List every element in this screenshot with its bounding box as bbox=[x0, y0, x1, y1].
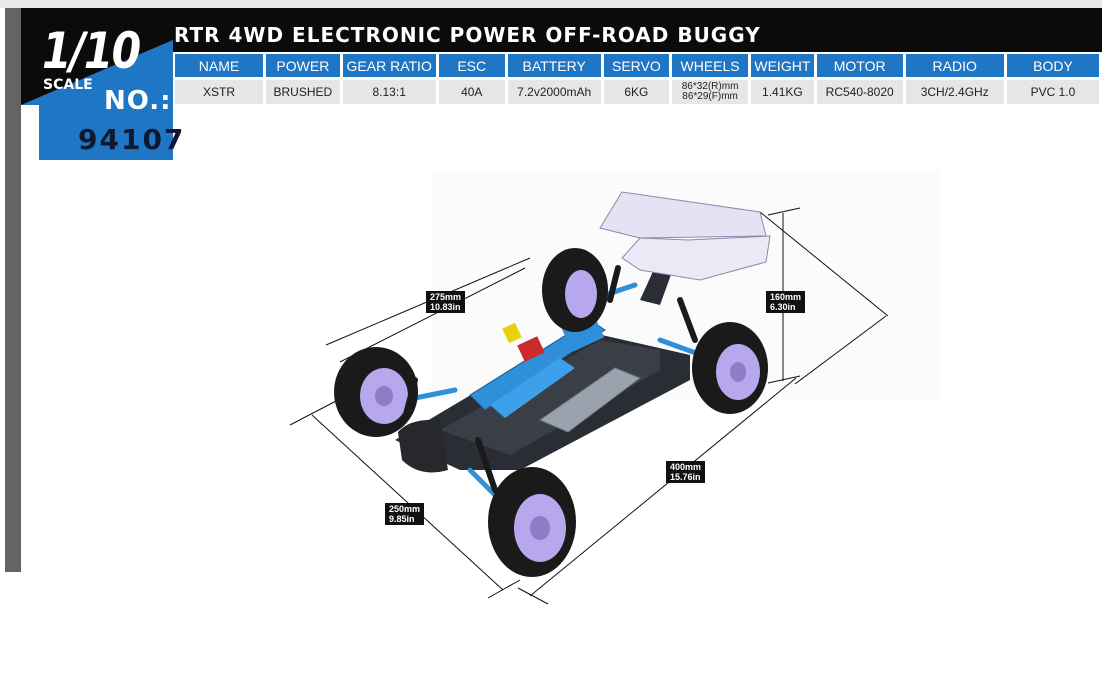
dimension-length-mm: 400mm bbox=[670, 462, 702, 472]
spec-header-motor: MOTOR bbox=[816, 54, 903, 77]
spec-header-esc: ESC bbox=[438, 54, 505, 77]
model-number-box bbox=[39, 120, 173, 160]
wheel-rear-right bbox=[692, 322, 768, 414]
model-number-label: NO.: bbox=[104, 86, 172, 116]
scale-value: 1/10 bbox=[42, 22, 141, 80]
front-bumper bbox=[398, 419, 448, 473]
spec-header-gear-ratio: GEAR RATIO bbox=[342, 54, 436, 77]
battery-pack bbox=[538, 367, 642, 433]
product-title: RTR 4WD ELECTRONIC POWER OFF-ROAD BUGGY bbox=[174, 23, 761, 47]
spec-table: NAME POWER GEAR RATIO ESC BATTERY SERVO … bbox=[172, 51, 1102, 107]
dimension-height-mm: 160mm bbox=[770, 292, 802, 302]
dimension-width-top: 275mm 10.83in bbox=[426, 291, 466, 313]
dimension-width-front-in: 9.85in bbox=[389, 514, 415, 524]
spec-header-body: BODY bbox=[1006, 54, 1099, 77]
spec-value-gear-ratio: 8.13:1 bbox=[342, 80, 436, 104]
wheel-rear-left bbox=[542, 248, 608, 332]
spec-header-power: POWER bbox=[266, 54, 340, 77]
dimension-height-in: 6.30in bbox=[770, 302, 796, 312]
spec-header-row: NAME POWER GEAR RATIO ESC BATTERY SERVO … bbox=[175, 54, 1099, 77]
spec-header-name: NAME bbox=[175, 54, 263, 77]
wheels-rear-size: 86*32(R)mm bbox=[681, 81, 739, 92]
top-strip bbox=[0, 0, 1102, 8]
scale-badge-triangle bbox=[21, 40, 173, 160]
dimension-width-front: 250mm 9.85in bbox=[385, 503, 425, 525]
spec-value-motor: RC540-8020 bbox=[816, 80, 903, 104]
spec-value-power: BRUSHED bbox=[266, 80, 340, 104]
spec-value-body: PVC 1.0 bbox=[1006, 80, 1099, 104]
wheel-front-left bbox=[334, 347, 418, 437]
spec-header-wheels: WHEELS bbox=[672, 54, 748, 77]
dimension-length: 400mm 15.76in bbox=[666, 461, 706, 483]
spec-header-radio: RADIO bbox=[905, 54, 1004, 77]
model-number-value: 94107 bbox=[78, 123, 186, 156]
spec-header-servo: SERVO bbox=[603, 54, 670, 77]
spec-header-weight: WEIGHT bbox=[750, 54, 814, 77]
dimension-width-top-mm: 275mm bbox=[430, 292, 462, 302]
spec-value-row: XSTR BRUSHED 8.13:1 40A 7.2v2000mAh 6KG … bbox=[175, 80, 1099, 104]
header-banner bbox=[21, 8, 1102, 52]
dimension-width-top-in: 10.83in bbox=[430, 302, 461, 312]
spec-value-servo: 6KG bbox=[603, 80, 670, 104]
spec-header-battery: BATTERY bbox=[507, 54, 601, 77]
spec-value-esc: 40A bbox=[438, 80, 505, 104]
spec-value-weight: 1.41KG bbox=[750, 80, 814, 104]
wheel-front-right bbox=[488, 467, 576, 577]
scale-label: SCALE bbox=[43, 77, 93, 93]
spec-value-wheels: 86*32(R)mm 86*29(F)mm bbox=[672, 80, 748, 104]
spec-value-name: XSTR bbox=[175, 80, 263, 104]
dimension-height: 160mm 6.30in bbox=[766, 291, 806, 313]
wheels-front-size: 86*29(F)mm bbox=[682, 91, 738, 102]
dimension-width-front-mm: 250mm bbox=[389, 504, 421, 514]
spec-value-battery: 7.2v2000mAh bbox=[507, 80, 601, 104]
left-edge-bar bbox=[5, 8, 21, 572]
spec-value-radio: 3CH/2.4GHz bbox=[905, 80, 1004, 104]
dimension-length-in: 15.76in bbox=[670, 472, 701, 482]
